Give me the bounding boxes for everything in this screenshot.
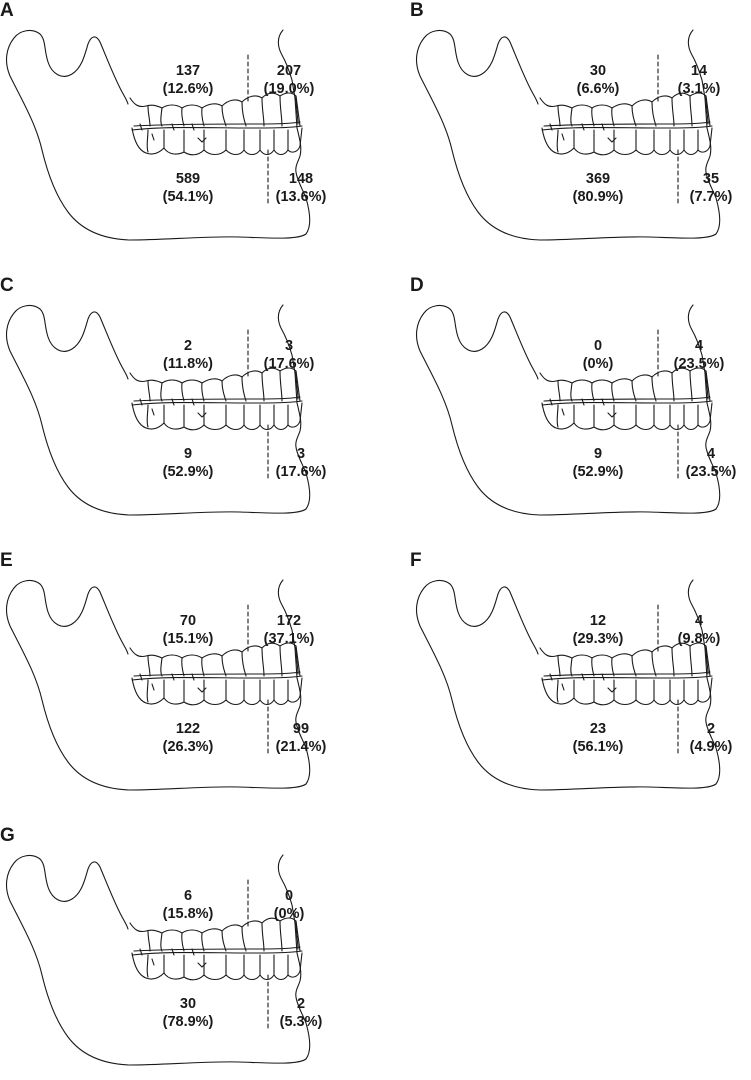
panel-b: B 30 (6.6%) 14 (3.1%) 369 (80.9%) 35 (7.… — [410, 0, 751, 241]
upper-posterior-stat: 0 (0%) — [582, 338, 614, 372]
panel-g: G 6 (15.8%) 0 (0%) 30 (78.9%) 2 (5.3%) — [0, 825, 360, 1066]
panel-label: A — [0, 0, 14, 21]
lower-anterior-stat: 4 (23.5%) — [685, 446, 737, 480]
panel-label: B — [410, 0, 424, 21]
upper-anterior-stat: 4 (23.5%) — [673, 338, 725, 372]
panel-a: A 137 (12.6%) 207 (19.0%) 589 (54.1%) 14… — [0, 0, 360, 241]
lower-anterior-stat: 2 (4.9%) — [689, 721, 733, 755]
upper-posterior-stat: 12 (29.3%) — [572, 613, 624, 647]
lower-posterior-stat: 9 (52.9%) — [162, 446, 214, 480]
lower-anterior-stat: 2 (5.3%) — [279, 996, 323, 1030]
lower-posterior-stat: 122 (26.3%) — [162, 721, 214, 755]
upper-anterior-stat: 0 (0%) — [273, 888, 305, 922]
lower-posterior-stat: 23 (56.1%) — [572, 721, 624, 755]
panel-d: D 0 (0%) 4 (23.5%) 9 (52.9%) 4 (23.5%) — [410, 275, 751, 516]
lower-anterior-stat: 35 (7.7%) — [689, 171, 733, 205]
panel-f: F 12 (29.3%) 4 (9.8%) 23 (56.1%) 2 (4.9%… — [410, 550, 751, 791]
upper-anterior-stat: 14 (3.1%) — [677, 63, 721, 97]
lower-anterior-stat: 99 (21.4%) — [275, 721, 327, 755]
upper-posterior-stat: 30 (6.6%) — [576, 63, 620, 97]
panel-label: G — [0, 825, 15, 846]
lower-posterior-stat: 589 (54.1%) — [162, 171, 214, 205]
upper-anterior-stat: 3 (17.6%) — [263, 338, 315, 372]
lower-posterior-stat: 369 (80.9%) — [572, 171, 624, 205]
panel-e: E 70 (15.1%) 172 (37.1%) 122 (26.3%) 99 … — [0, 550, 360, 791]
panel-label: C — [0, 275, 14, 296]
upper-anterior-stat: 4 (9.8%) — [677, 613, 721, 647]
panel-label: D — [410, 275, 424, 296]
lower-posterior-stat: 30 (78.9%) — [162, 996, 214, 1030]
upper-posterior-stat: 2 (11.8%) — [163, 338, 213, 372]
panel-label: E — [0, 550, 13, 571]
upper-posterior-stat: 137 (12.6%) — [162, 63, 214, 97]
upper-anterior-stat: 172 (37.1%) — [263, 613, 315, 647]
panel-c: C 2 (11.8%) 3 (17.6%) 9 (52.9%) 3 (17.6%… — [0, 275, 360, 516]
lower-anterior-stat: 3 (17.6%) — [275, 446, 327, 480]
upper-anterior-stat: 207 (19.0%) — [263, 63, 315, 97]
upper-posterior-stat: 70 (15.1%) — [162, 613, 214, 647]
panel-label: F — [410, 550, 422, 571]
upper-posterior-stat: 6 (15.8%) — [162, 888, 214, 922]
lower-anterior-stat: 148 (13.6%) — [275, 171, 327, 205]
lower-posterior-stat: 9 (52.9%) — [572, 446, 624, 480]
